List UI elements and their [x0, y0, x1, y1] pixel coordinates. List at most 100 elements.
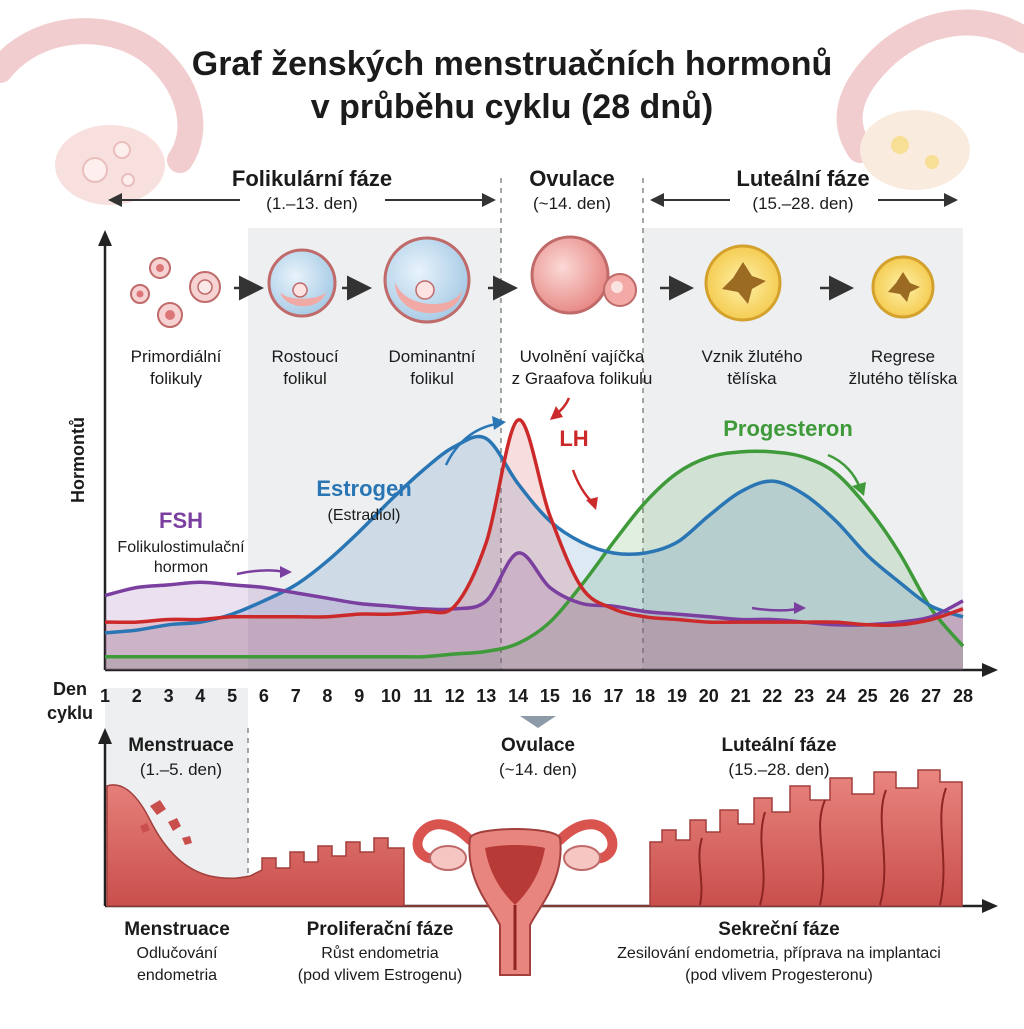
- stage-label-3-line-1: Dominantní: [389, 347, 476, 366]
- y-axis-label: Hormontů: [68, 417, 88, 503]
- series-area-fsh: [105, 552, 963, 670]
- fsh-sub-line-1: Folikulostimulační: [117, 539, 245, 556]
- stage-label-5-line-1: Vznik žlutého: [701, 347, 802, 366]
- estrogen-trend-arrow-line: [444, 422, 497, 466]
- title-line-2: v průběhu cyklu (28 dnů): [311, 88, 713, 126]
- x-tick-label: 8: [322, 686, 332, 706]
- x-axis-label-line-1: Den: [53, 679, 87, 699]
- x-tick-label: 12: [445, 686, 465, 706]
- footer-secretory-line-1: Zesilování endometria, příprava na impla…: [617, 945, 941, 962]
- primordial-follicles-icon: [130, 257, 221, 328]
- series-area-estrogen: [105, 436, 963, 670]
- endometrium-lining: [106, 769, 963, 907]
- x-tick-label: 15: [540, 686, 560, 706]
- right-ovary-illustration: [836, 9, 1024, 190]
- x-tick-label: 4: [195, 686, 205, 706]
- x-tick-label: 14: [508, 686, 528, 706]
- series-line-lh: [104, 418, 964, 628]
- series-area-layer: [105, 419, 963, 670]
- follicle-stage-labels: Primordiální folikuly Rostoucí folikul D…: [131, 347, 958, 388]
- stage-label-1-line-1: Primordiální: [131, 347, 222, 366]
- lh-decline-arrow-line: [571, 469, 593, 503]
- dominant-follicle-icon: [383, 236, 471, 324]
- x-tick-label: 11: [413, 686, 432, 706]
- stage-label-6-line-2: žlutého tělíska: [849, 369, 958, 388]
- endo-ovulation-range: (~14. den): [499, 760, 577, 779]
- series-line-layer: [104, 418, 965, 659]
- x-tick-label: 18: [635, 686, 655, 706]
- x-tick-label: 25: [858, 686, 878, 706]
- x-tick-label: 9: [354, 686, 364, 706]
- stage-label-2-line-1: Rostoucí: [271, 347, 338, 366]
- stage-label-4-line-2: z Graafova folikulu: [512, 369, 653, 388]
- x-tick-label: 22: [762, 686, 782, 706]
- phase-range: (15.–28. den): [752, 194, 853, 213]
- phase-header-follicular: Folikulární fáze (1.–13. den): [108, 166, 496, 213]
- estrogen-sub: (Estradiol): [328, 507, 401, 524]
- x-tick-label: 5: [227, 686, 237, 706]
- x-tick-label: 21: [731, 686, 751, 706]
- x-tick-label: 26: [889, 686, 909, 706]
- lh-label: LH: [559, 426, 588, 451]
- ovulation-marker-icon: [520, 716, 556, 728]
- x-tick-label: 19: [667, 686, 687, 706]
- fsh-late-arrow-icon: [794, 602, 806, 614]
- corpus-luteum-icon: [704, 244, 782, 322]
- phase-name: Folikulární fáze: [232, 166, 392, 191]
- chart-axes: Hormontů Den cyklu: [47, 230, 998, 723]
- follicle-stage-illustrations: [130, 235, 935, 328]
- endo-luteal-range: (15.–28. den): [728, 760, 829, 779]
- phase-name: Luteální fáze: [736, 166, 869, 191]
- arrow-right-head-icon: [944, 193, 958, 207]
- left-ovary-illustration: [0, 18, 204, 205]
- series-area-lh: [105, 419, 963, 670]
- footer-proliferative-line-2: (pod vlivem Estrogenu): [298, 967, 463, 984]
- growing-follicle-icon: [267, 248, 337, 318]
- series-line-progesteron: [105, 449, 965, 659]
- x-tick-label: 17: [603, 686, 623, 706]
- lh-peak-arrow-icon: [550, 406, 563, 420]
- stage-label-2-line-2: folikul: [283, 369, 326, 388]
- endometrium-y-arrow-icon: [98, 728, 112, 744]
- x-tick-label: 23: [794, 686, 814, 706]
- egg-release-icon: [530, 235, 637, 315]
- endo-menstruation-name: Menstruace: [128, 735, 234, 756]
- lh-decline-arrow-icon: [586, 497, 598, 510]
- x-tick-label: 16: [572, 686, 592, 706]
- stage-label-6-line-1: Regrese: [871, 347, 935, 366]
- progesteron-trend-arrow-icon: [852, 482, 866, 496]
- x-tick-label: 13: [476, 686, 496, 706]
- x-tick-label: 27: [921, 686, 941, 706]
- x-tick-label: 10: [381, 686, 401, 706]
- spiral-arteries: [698, 787, 947, 906]
- endo-ovulation-name: Ovulace: [501, 735, 575, 756]
- footer-menstruation-line-2: endometria: [137, 967, 217, 984]
- footer-menstruation-title: Menstruace: [124, 919, 230, 940]
- endo-menstruation-range: (1.–5. den): [140, 760, 222, 779]
- phase-name: Ovulace: [529, 166, 615, 191]
- endometrium-section: Menstruace (1.–5. den) Ovulace (~14. den…: [98, 728, 998, 976]
- fsh-sub-line-2: hormon: [154, 559, 208, 576]
- phase-header-luteal: Luteální fáze (15.–28. den): [650, 166, 958, 213]
- endometrium-x-arrow-icon: [982, 899, 998, 913]
- footer-menstruation-line-1: Odlučování: [137, 945, 218, 962]
- series-area-progesteron: [105, 451, 963, 670]
- uterus-illustration: [412, 819, 618, 976]
- arrow-left-head-icon: [108, 193, 122, 207]
- x-tick-label: 1: [100, 686, 110, 706]
- x-tick-label: 28: [953, 686, 973, 706]
- series-line-estrogen: [104, 434, 964, 635]
- x-tick-label: 2: [132, 686, 142, 706]
- progesteron-label: Progesteron: [723, 416, 853, 441]
- phase-header-ovulation: Ovulace (~14. den): [529, 166, 615, 213]
- fsh-label: FSH: [159, 508, 203, 533]
- menstrual-fragments: [140, 800, 192, 845]
- footer-secretory-line-2: (pod vlivem Progesteronu): [685, 967, 873, 984]
- fsh-trend-arrow-icon: [280, 566, 292, 578]
- arrow-right-head-icon: [482, 193, 496, 207]
- stage-label-4-line-1: Uvolnění vajíčka: [520, 347, 645, 366]
- endo-luteal-name: Luteální fáze: [721, 735, 836, 756]
- x-tick-label: 7: [291, 686, 301, 706]
